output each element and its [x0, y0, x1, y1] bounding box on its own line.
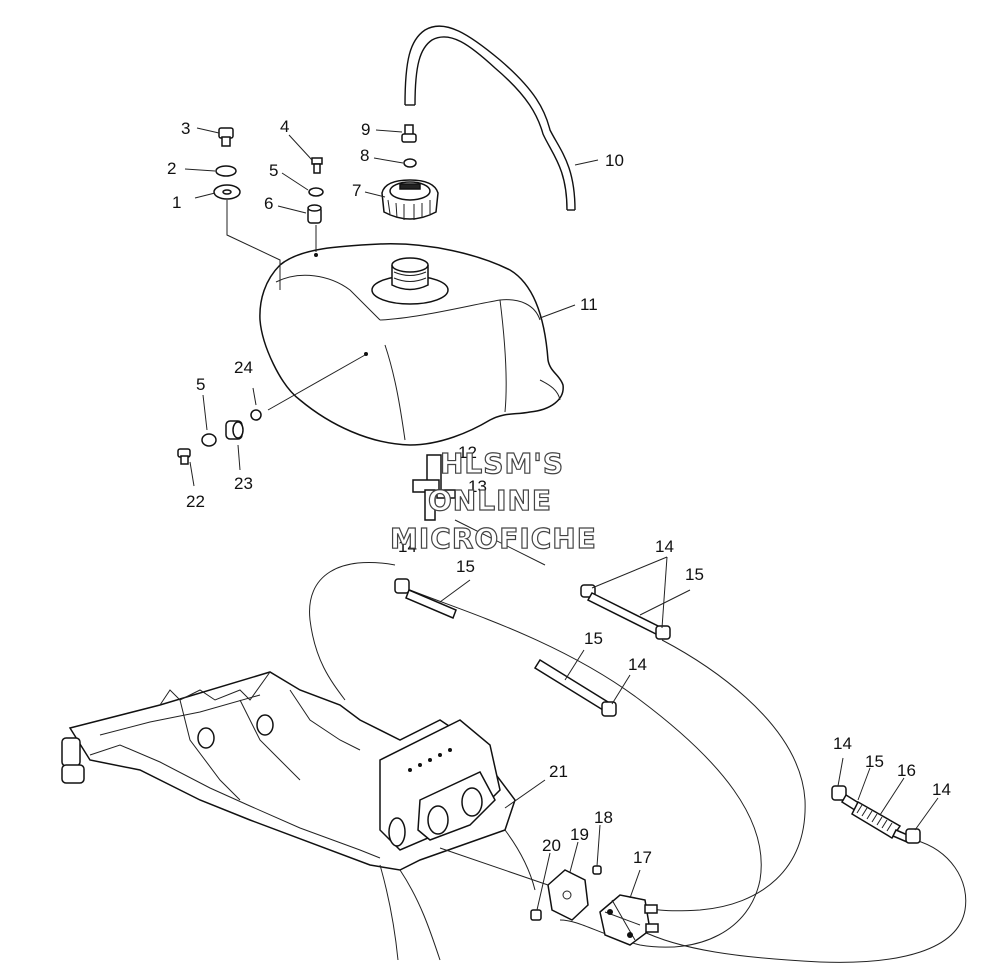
vent-hose	[404, 25, 576, 211]
callout-24: 24	[234, 358, 253, 377]
callout-2: 2	[167, 159, 176, 178]
gasket-19	[547, 841, 589, 921]
fuel-lines	[309, 561, 967, 963]
leader-pump-frame	[439, 847, 549, 886]
watermark: HLSM'S ONLINE MICROFICHE	[389, 446, 597, 555]
screw-18	[592, 824, 602, 875]
callout-3: 3	[181, 119, 190, 138]
frame-21	[61, 671, 546, 961]
callout-5a: 5	[269, 161, 278, 180]
callout-13: 13	[468, 477, 487, 496]
tank-mount-hole-top	[314, 253, 318, 257]
spacer-6	[307, 204, 322, 224]
callout-21: 21	[549, 762, 568, 781]
bolt-22	[177, 448, 191, 465]
callout-7: 7	[352, 181, 361, 200]
washer-1-hole	[222, 189, 232, 195]
callout-14e: 14	[932, 780, 951, 799]
fuel-pump-17	[599, 869, 659, 946]
fitting-14-a	[394, 578, 410, 594]
callout-22: 22	[186, 492, 205, 511]
watermark-line-1: HLSM'S	[440, 447, 564, 480]
callout-14a: 14	[398, 537, 417, 556]
hose-15-c	[580, 584, 671, 640]
callout-15d: 15	[865, 752, 884, 771]
callout-4: 4	[280, 117, 289, 136]
watermark-line-2: ONLINE	[428, 484, 552, 517]
callout-18: 18	[594, 808, 613, 827]
bolt-4	[311, 157, 323, 174]
callout-9: 9	[361, 120, 370, 139]
grommet-24	[250, 409, 262, 421]
washer-5-bottom	[201, 433, 217, 447]
fuel-cap-7	[381, 179, 439, 220]
callout-20: 20	[542, 836, 561, 855]
washer-5-top	[308, 187, 324, 197]
leader-lines	[184, 127, 599, 487]
callout-23: 23	[234, 474, 253, 493]
fuel-tank-11	[259, 243, 564, 446]
callout-14d: 14	[833, 734, 852, 753]
callout-14c: 14	[628, 655, 647, 674]
callout-6: 6	[264, 194, 273, 213]
callout-labels: 3 2 1 4 5 6 9 8 7 10 11 24 5 23 22 12 13…	[167, 117, 951, 867]
callout-15a: 15	[456, 557, 475, 576]
callout-11: 11	[580, 295, 598, 314]
nut-20	[530, 852, 551, 921]
hose-15-a	[405, 589, 457, 619]
spacer-23	[225, 420, 244, 440]
fitting-9	[401, 124, 417, 143]
bolt-3	[218, 127, 234, 147]
callout-5b: 5	[196, 375, 205, 394]
washer-8	[403, 158, 417, 168]
callout-15c: 15	[584, 629, 603, 648]
callout-19: 19	[570, 825, 589, 844]
callout-16: 16	[897, 761, 916, 780]
watermark-line-3: MICROFICHE	[390, 522, 597, 555]
callout-8: 8	[360, 146, 369, 165]
fuel-valve-12	[412, 454, 546, 566]
callout-14b: 14	[655, 537, 674, 556]
callout-17: 17	[633, 848, 652, 867]
washer-2	[215, 165, 237, 177]
hose-15-b	[533, 658, 610, 712]
callout-leaders-right	[439, 556, 691, 705]
callout-12: 12	[458, 443, 477, 462]
callout-1: 1	[172, 193, 181, 212]
callout-15b: 15	[685, 565, 704, 584]
fitting-14-b	[601, 701, 617, 717]
callout-10: 10	[605, 151, 624, 170]
fuel-filter-16	[831, 757, 939, 844]
